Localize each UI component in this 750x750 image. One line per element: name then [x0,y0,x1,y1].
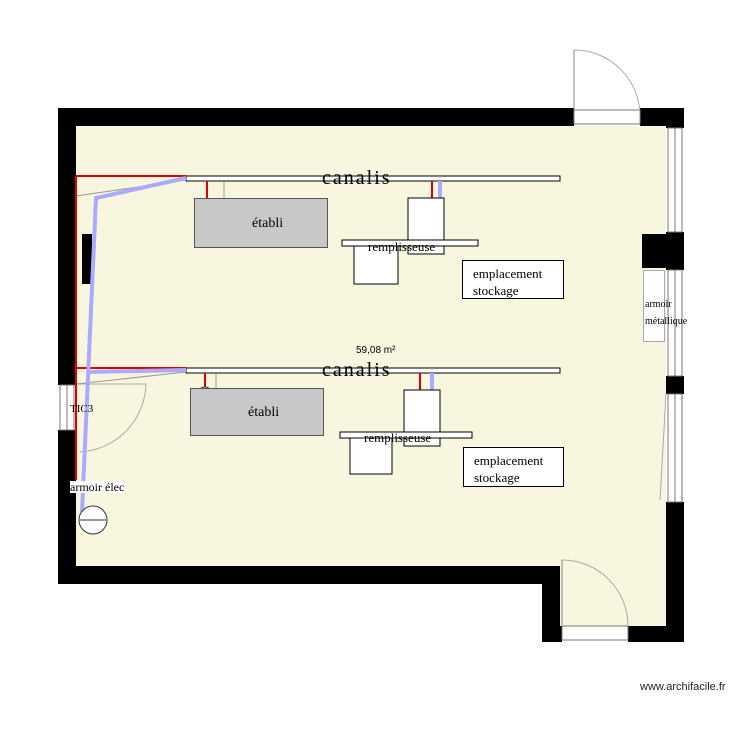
alcove-floor [560,560,666,626]
workbench-2-label: établi [248,405,280,420]
workbench-2 [190,388,324,436]
left-wall-marker [82,234,92,284]
left-window [59,384,75,431]
walls [58,108,684,642]
storage-2-line2: stockage [474,470,520,485]
filler-stands [339,197,479,475]
wall-dark-block [642,234,668,268]
filler-2-label: remplisseuse [364,430,432,445]
circle-symbol-icon [78,505,108,535]
workbench-1 [194,198,328,248]
storage-1-line2: stockage [473,283,519,298]
storage-2-line1: emplacement [474,453,544,468]
rail-label-2: canalis [322,359,392,381]
filler-1-label: remplisseuse [368,239,436,254]
room-floor [76,126,666,566]
storage-1-line1: emplacement [473,266,543,281]
watermark: www.archifacile.fr [640,681,726,693]
top-door [573,49,641,125]
tic3-label: TIC3 [70,403,94,415]
right-windows [667,127,683,503]
air-lines [80,176,442,513]
metal-cabinet-line1: armoir [645,299,672,310]
electric-lines [75,175,433,480]
right-door-swing [659,393,667,501]
area-label: 59,08 m² [356,345,396,356]
metal-cabinet [643,270,665,342]
bottom-door [561,559,629,641]
workbench-1-label: établi [252,216,284,231]
electrical-cabinet-label: armoir élec [70,480,125,494]
storage-area-1: emplacement stockage [462,260,564,299]
metal-cabinet-line2: métallique [645,316,688,327]
rail-label-1: canalis [322,167,392,189]
storage-area-2: emplacement stockage [463,447,564,487]
